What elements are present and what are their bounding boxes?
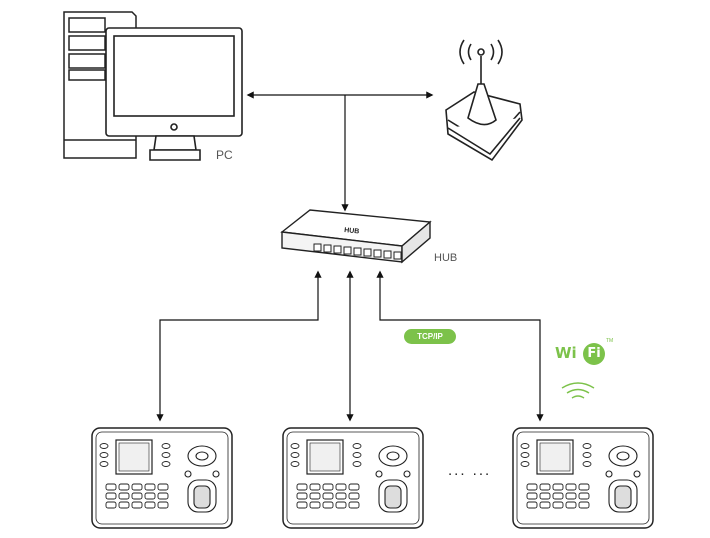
monitor-icon — [105, 27, 243, 161]
ellipsis-label: ... ... — [448, 462, 492, 479]
antenna-tower-icon — [445, 39, 523, 162]
wifi-logo: Wi Fi TM — [549, 338, 613, 368]
pc-label: PC — [216, 148, 233, 162]
hub-label: HUB — [434, 252, 458, 264]
tcpip-badge: TCP/IP — [404, 329, 456, 344]
link-hub-device-3 — [376, 270, 544, 422]
wifi-logo-wi: Wi — [555, 344, 577, 362]
wifi-logo-fi: Fi — [583, 343, 605, 365]
link-hub-device-1 — [156, 270, 322, 422]
wifi-logo-tm: TM — [606, 338, 614, 344]
wifi-signal-icon — [561, 382, 595, 399]
terminal-device-icon — [91, 427, 233, 529]
network-hub-icon: HUB — [280, 209, 432, 264]
hub-body-text: HUB — [344, 227, 360, 236]
